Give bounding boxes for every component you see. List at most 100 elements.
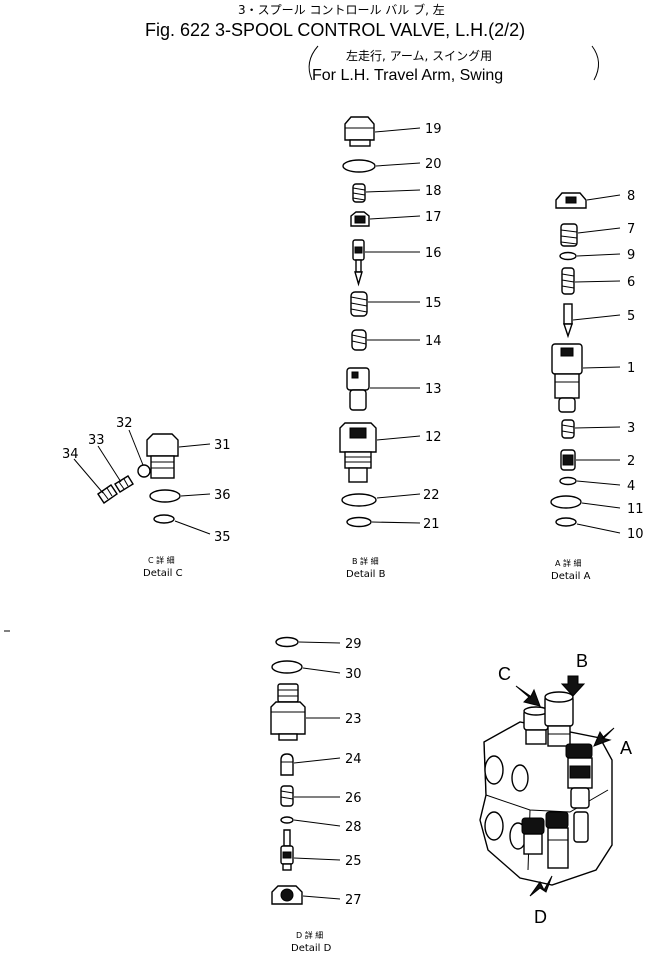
view-letter-c: C: [498, 664, 511, 684]
callout-15: 15: [425, 296, 442, 311]
detail-d-group: 29 30 23 24 26: [270, 636, 362, 954]
part-26-spring: [280, 785, 294, 807]
callout-28: 28: [345, 820, 362, 835]
callout-14: 14: [425, 334, 442, 349]
callout-13: 13: [425, 382, 442, 397]
assembly-plug-b: [544, 691, 574, 747]
english-subtitle: For L.H. Travel Arm, Swing: [312, 67, 503, 84]
part-13-piston: [346, 367, 370, 411]
callout-3: 3: [627, 421, 635, 436]
callout-19: 19: [425, 122, 442, 137]
view-letter-a: A: [620, 738, 632, 758]
callout-17: 17: [425, 210, 442, 225]
part-24-poppet: [280, 753, 294, 776]
assembly-plug-c: [523, 706, 549, 745]
part-34-spring: [97, 484, 118, 504]
detail-a-jp-label: A 詳 細: [555, 558, 582, 568]
part-6-spring: [561, 267, 575, 295]
arrow-a: [593, 727, 615, 747]
detail-c-group: 31 32 33 34 36 35 C 詳 細 Detail C: [62, 416, 231, 579]
leader-22: [376, 493, 421, 499]
view-letter-b: B: [576, 651, 588, 671]
callout-32: 32: [116, 416, 133, 431]
callout-10: 10: [627, 527, 644, 542]
leader-36: [180, 493, 211, 497]
leader-25: [293, 857, 341, 861]
detail-a-label: Detail A: [551, 571, 591, 582]
detail-c-jp-label: C 詳 細: [148, 555, 175, 565]
arrow-c: [515, 685, 541, 707]
leader-33: [97, 445, 122, 483]
callout-2: 2: [627, 454, 635, 469]
leader-29: [298, 641, 341, 644]
part-12-plug: [339, 422, 377, 483]
leader-18: [365, 189, 421, 193]
part-8-nut: [555, 192, 587, 209]
callout-9: 9: [627, 248, 635, 263]
assembly-plug-d: [521, 811, 569, 869]
part-1-valve-body: [551, 343, 583, 413]
leader-31: [178, 443, 211, 448]
leader-20: [375, 162, 421, 167]
callout-31: 31: [214, 438, 231, 453]
part-27-nut: [271, 885, 303, 905]
part-30-o-ring: [271, 660, 303, 674]
callout-8: 8: [627, 189, 635, 204]
callout-21: 21: [423, 517, 440, 532]
callout-35: 35: [214, 530, 231, 545]
callout-25: 25: [345, 854, 362, 869]
view-letter-d: D: [534, 907, 547, 927]
callout-11: 11: [627, 502, 644, 517]
leader-5: [572, 314, 621, 321]
leader-4: [576, 480, 621, 486]
arrow-b: [560, 675, 586, 697]
part-4-o-ring: [559, 476, 577, 486]
part-15-spring: [350, 291, 368, 317]
leader-21: [371, 521, 421, 524]
assembly-plug-a: [565, 743, 593, 809]
callout-34: 34: [62, 447, 79, 462]
leader-17: [369, 215, 421, 220]
callout-22: 22: [423, 488, 440, 503]
part-20-o-ring: [342, 159, 376, 173]
callout-6: 6: [627, 275, 635, 290]
detail-b-jp-label: B 詳 細: [352, 556, 379, 566]
part-2-poppet: [560, 449, 576, 471]
callout-1: 1: [627, 361, 635, 376]
header: 3・スプール コントロール バル ブ, 左 Fig. 622 3-SPOOL C…: [145, 2, 599, 84]
part-17-nut: [350, 211, 370, 227]
part-28-o-ring: [280, 816, 294, 824]
leader-6: [574, 280, 621, 283]
leader-32: [128, 429, 144, 466]
part-5-pin: [563, 303, 573, 339]
right-paren: [591, 45, 599, 81]
jp-title: 3・スプール コントロール バル ブ, 左: [238, 2, 445, 17]
left-paren: [308, 45, 319, 81]
callout-24: 24: [345, 752, 362, 767]
callout-12: 12: [425, 430, 442, 445]
callout-20: 20: [425, 157, 442, 172]
callout-16: 16: [425, 246, 442, 261]
leader-34: [73, 458, 104, 494]
detail-d-label: Detail D: [291, 943, 332, 954]
part-21-o-ring: [346, 516, 372, 528]
detail-b-label: Detail B: [346, 569, 386, 580]
part-10-o-ring: [555, 517, 577, 527]
leader-19: [374, 127, 421, 133]
callout-36: 36: [214, 488, 231, 503]
jp-subtitle: 左走行, アーム, スイング用: [346, 48, 492, 63]
part-29-o-ring: [275, 636, 299, 648]
part-23-body: [270, 683, 306, 741]
part-11-o-ring: [550, 495, 582, 509]
callout-23: 23: [345, 712, 362, 727]
callout-27: 27: [345, 893, 362, 908]
callout-33: 33: [88, 433, 105, 448]
part-19-cap: [344, 116, 375, 147]
callout-5: 5: [627, 309, 635, 324]
part-33-spring: [114, 475, 134, 493]
part-14-spring: [351, 329, 367, 351]
part-9-o-ring: [559, 251, 577, 261]
detail-c-label: Detail C: [143, 568, 183, 579]
detail-a-group: 8 7 9 6 5: [550, 189, 644, 582]
